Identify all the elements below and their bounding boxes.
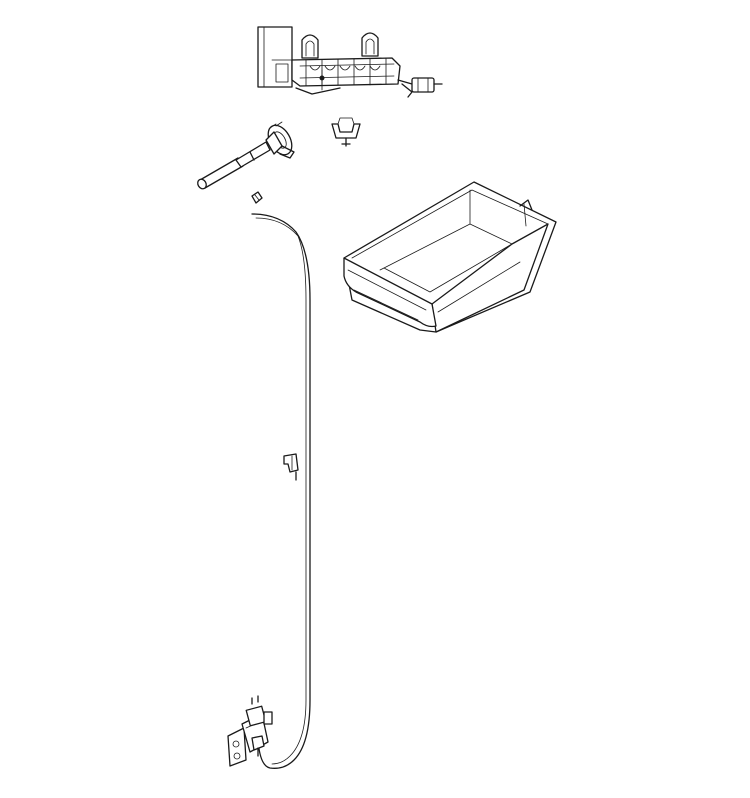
water-supply-tube bbox=[251, 213, 311, 769]
tube-retainer-clip bbox=[283, 453, 299, 481]
small-fitting bbox=[251, 191, 263, 204]
ice-maker-assembly bbox=[257, 26, 443, 98]
tube-clip bbox=[331, 117, 361, 147]
fill-tube bbox=[197, 121, 295, 190]
water-valve bbox=[227, 695, 273, 767]
ice-bucket bbox=[343, 181, 557, 333]
